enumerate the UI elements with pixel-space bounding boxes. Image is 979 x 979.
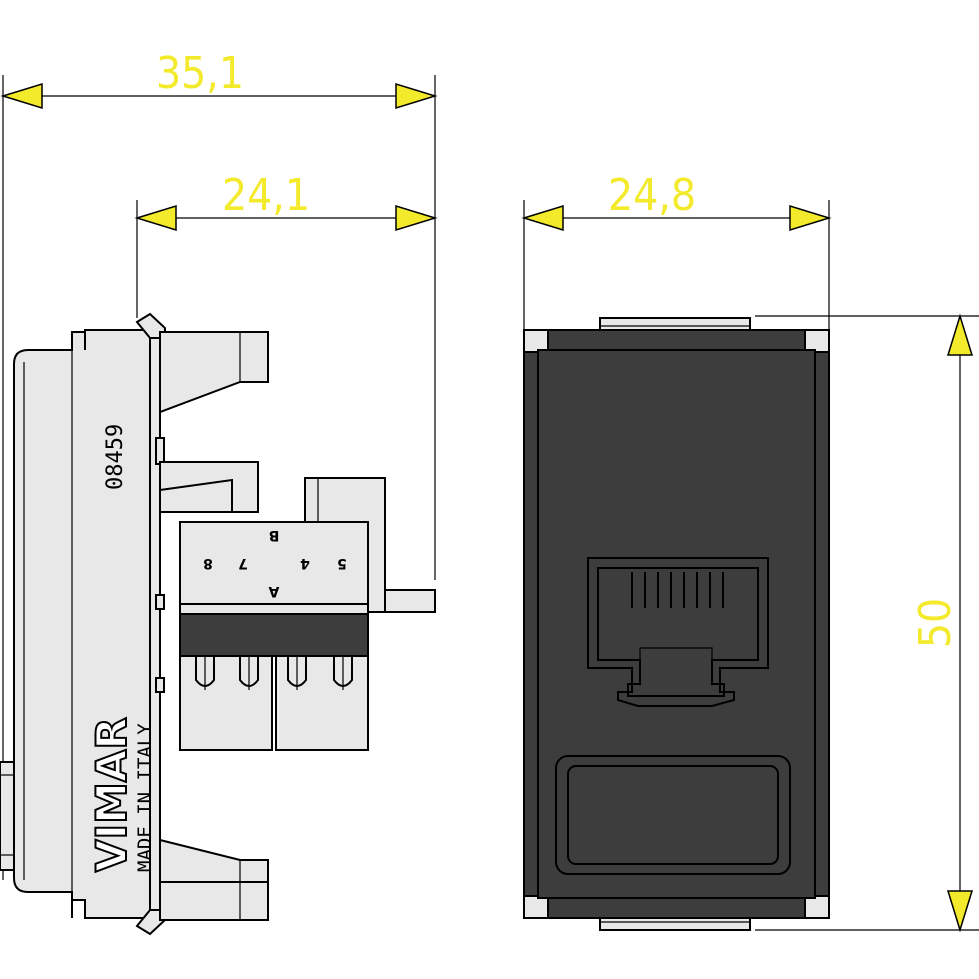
pin-label-7: 7 [238,555,248,571]
dimension-width: 24,8 [521,170,832,330]
pin-label-4: 4 [300,555,310,571]
dimension-front-depth: 24,1 [134,170,438,318]
pin-label-5: 5 [337,555,347,571]
label-window [555,755,791,875]
pin-label-b: B [269,527,280,543]
part-number: 08459 [103,424,128,490]
dimension-label-front-depth: 24,1 [222,170,310,221]
dimension-overall-depth: 35,1 [0,48,438,880]
dimension-height: 50 [755,313,979,933]
pin-label-a: A [268,583,279,599]
pin-label-8: 8 [203,555,213,571]
rj45-contacts [631,572,724,608]
dimension-label-overall-depth: 35,1 [156,48,244,99]
dimension-label-height: 50 [910,598,961,648]
rj45-port [587,557,769,707]
origin-label: MADE IN ITALY [134,723,156,872]
front-view [523,317,830,931]
dimension-label-width: 24,8 [608,170,696,221]
brand-logo: VIMAR [87,717,136,872]
side-view: B 8 7 4 5 A 08459 VIMAR MADE IN ITALY [0,312,436,936]
